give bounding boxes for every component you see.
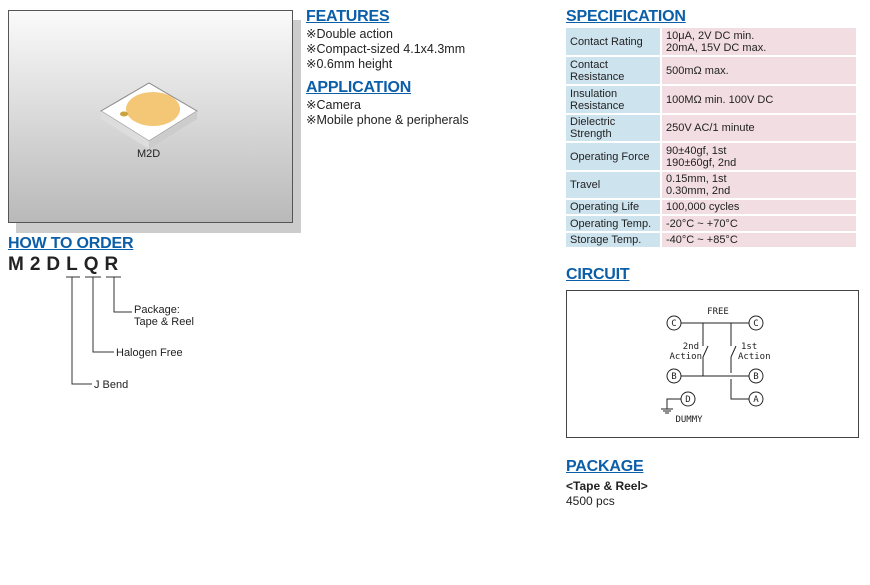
spec-value: 10μA, 2V DC min.20mA, 15V DC max.: [660, 26, 858, 57]
spec-label-line: Contact Rating: [570, 35, 643, 48]
spec-label-line: Contact: [570, 58, 608, 71]
terminal-a: A: [753, 395, 759, 405]
package-note-line: Package:: [134, 304, 180, 316]
spec-row: Contact Rating 10μA, 2V DC min.20mA, 15V …: [564, 26, 858, 57]
spec-value-line: 10μA, 2V DC min.: [666, 29, 755, 42]
spec-value: 500mΩ max.: [660, 55, 858, 86]
spec-value-line: 20mA, 15V DC max.: [666, 41, 767, 54]
spec-value-line: 0.30mm, 2nd: [666, 185, 731, 197]
spec-value-line: 190±60gf, 2nd: [666, 156, 737, 169]
spec-value-line: 500mΩ max.: [666, 64, 729, 77]
order-note-halogen: Halogen Free: [116, 347, 183, 359]
spec-row: Storage Temp. -40°C ~ +85°C: [564, 231, 858, 249]
spec-value: -20°C ~ +70°C: [660, 214, 858, 233]
spec-label: Storage Temp.: [564, 231, 662, 249]
spec-row: Operating Temp. -20°C ~ +70°C: [564, 214, 858, 233]
feature-item: ※0.6mm height: [306, 57, 393, 71]
dummy-label: DUMMY: [675, 415, 703, 425]
photo-caption: M2D: [137, 148, 161, 160]
first-action-label: 1st: [741, 342, 757, 352]
spec-row: Operating Life 100,000 cycles: [564, 198, 858, 216]
switch-illustration: [100, 82, 198, 149]
free-label: FREE: [707, 307, 729, 317]
circuit-diagram: FREE C C B B A D DUMMY 2nd Action 1st Ac…: [566, 290, 859, 438]
spec-value-line: 90±40gf, 1st: [666, 144, 727, 157]
spec-label: Travel: [564, 170, 662, 200]
circuit-schematic: FREE C C B B A D DUMMY 2nd Action 1st Ac…: [661, 307, 771, 425]
order-note-bend: J Bend: [94, 379, 129, 391]
second-action-label: 2nd: [683, 342, 699, 352]
package-type: <Tape & Reel>: [566, 479, 648, 493]
second-action-label: Action: [669, 352, 702, 362]
spec-value-line: 250V AC/1 minute: [666, 122, 755, 134]
spec-label-line: Dielectric: [570, 116, 616, 128]
circuit-heading: CIRCUIT: [566, 266, 630, 283]
package-note-line: Tape & Reel: [134, 316, 194, 328]
spec-value: -40°C ~ +85°C: [660, 231, 858, 249]
specification-heading: SPECIFICATION: [566, 8, 686, 25]
spec-label: Operating Force: [564, 141, 662, 172]
how-to-order-heading: HOW TO ORDER: [8, 235, 134, 252]
spec-label-line: Storage Temp.: [570, 234, 642, 246]
order-note-package: Package: Tape & Reel: [134, 304, 194, 328]
terminal-b-left: B: [671, 372, 676, 382]
spec-value-line: 0.15mm, 1st: [666, 173, 727, 185]
feature-item: ※Double action: [306, 27, 393, 41]
spec-label-line: Travel: [570, 179, 601, 191]
spec-value-line: -40°C ~ +85°C: [666, 234, 738, 246]
spec-label: Contact Rating: [564, 26, 662, 57]
application-item: ※Camera: [306, 98, 361, 112]
feature-item: ※Compact-sized 4.1x4.3mm: [306, 42, 466, 56]
spec-label-line: Operating Force: [570, 150, 650, 163]
spec-value: 250V AC/1 minute: [660, 113, 858, 143]
features-list: ※Double action ※Compact-sized 4.1x4.3mm …: [306, 27, 465, 72]
spec-label-line: Operating Temp.: [570, 217, 652, 230]
spec-value-line: 100MΩ min. 100V DC: [666, 93, 774, 106]
spec-value-line: 100,000 cycles: [666, 201, 740, 213]
terminal-b-right: B: [753, 372, 758, 382]
product-photo: M2D: [8, 10, 293, 223]
spec-value: 100,000 cycles: [660, 198, 858, 216]
spec-label-line: Resistance: [570, 99, 625, 112]
terminal-c-right: C: [753, 319, 758, 329]
spec-label-line: Insulation: [570, 87, 618, 100]
application-list: ※Camera ※Mobile phone & peripherals: [306, 98, 469, 128]
terminal-d: D: [685, 395, 690, 405]
spec-label-line: Resistance: [570, 70, 625, 83]
spec-value: 100MΩ min. 100V DC: [660, 84, 858, 115]
first-action-label: Action: [738, 352, 771, 362]
spec-label: Operating Life: [564, 198, 662, 216]
application-heading: APPLICATION: [306, 79, 412, 96]
package-heading: PACKAGE: [566, 458, 644, 475]
spec-label-line: Strength: [570, 128, 612, 140]
specification-table: Contact Rating 10μA, 2V DC min.20mA, 15V …: [564, 26, 858, 249]
spec-value-line: -20°C ~ +70°C: [666, 217, 738, 230]
application-item: ※Mobile phone & peripherals: [306, 113, 469, 127]
spec-label-line: Operating Life: [570, 201, 640, 213]
features-heading: FEATURES: [306, 8, 390, 25]
package-qty: 4500 pcs: [566, 494, 615, 508]
order-code: M2DLQR: [8, 254, 125, 275]
spec-label: Operating Temp.: [564, 214, 662, 233]
terminal-c-left: C: [671, 319, 676, 329]
order-code-diagram: [66, 276, 132, 385]
